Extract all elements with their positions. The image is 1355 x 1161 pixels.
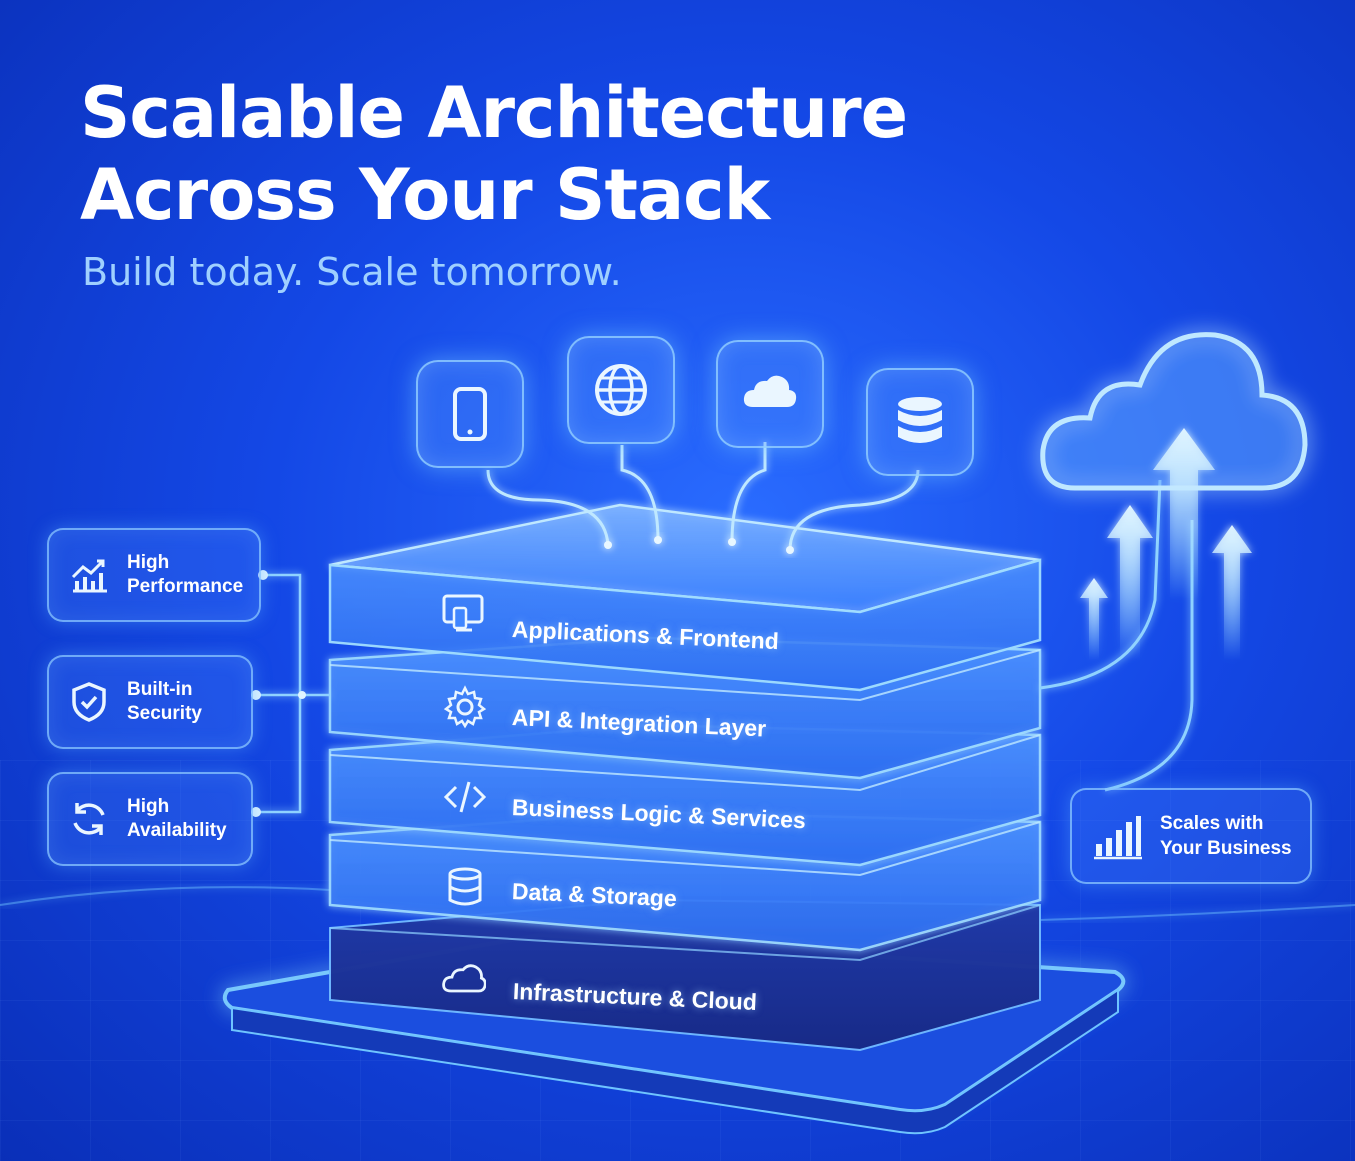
title-line-1: Scalable Architecture [80,72,908,154]
bar-chart-icon [1094,816,1142,860]
cloud-tile [716,340,824,448]
shield-check-icon [72,682,106,722]
feature-label: Built-in Security [127,679,202,724]
devices-icon [442,594,484,632]
trending-chart-icon [71,559,107,593]
stack-layer-applications [328,503,1042,692]
top-icon-connectors [486,442,920,551]
cloud-icon [743,375,797,407]
feature-card-availability: High Availability [47,772,253,866]
globe-tile [567,336,675,444]
floor-glow-line [1039,904,1355,921]
scale-card: Scales with Your Business [1070,788,1312,884]
mobile-phone-icon [453,387,487,441]
database-tile [866,368,974,476]
globe-icon [595,364,647,416]
floor-glow-line [0,886,331,906]
feature-card-security: Built-in Security [47,655,253,749]
database-icon [898,397,942,443]
connector-endpoints [604,536,794,554]
gear-icon [443,685,487,729]
scale-card-label: Scales with Your Business [1160,813,1292,859]
page-title: Scalable Architecture Across Your Stack [80,72,908,236]
refresh-cycle-icon [73,803,105,835]
title-line-2: Across Your Stack [80,154,770,236]
code-brackets-icon [443,781,487,813]
feature-card-performance: High Performance [47,528,261,622]
feature-label: High Performance [127,552,244,597]
growth-arrows [1080,428,1252,660]
feature-label: High Availability [127,796,227,841]
large-cloud-icon [1040,332,1308,491]
mobile-phone-tile [416,360,524,468]
page-subtitle: Build today. Scale tomorrow. [82,250,622,294]
feature-connectors [256,573,330,814]
cloud-outline-icon [442,964,486,993]
database-icon [448,867,482,906]
